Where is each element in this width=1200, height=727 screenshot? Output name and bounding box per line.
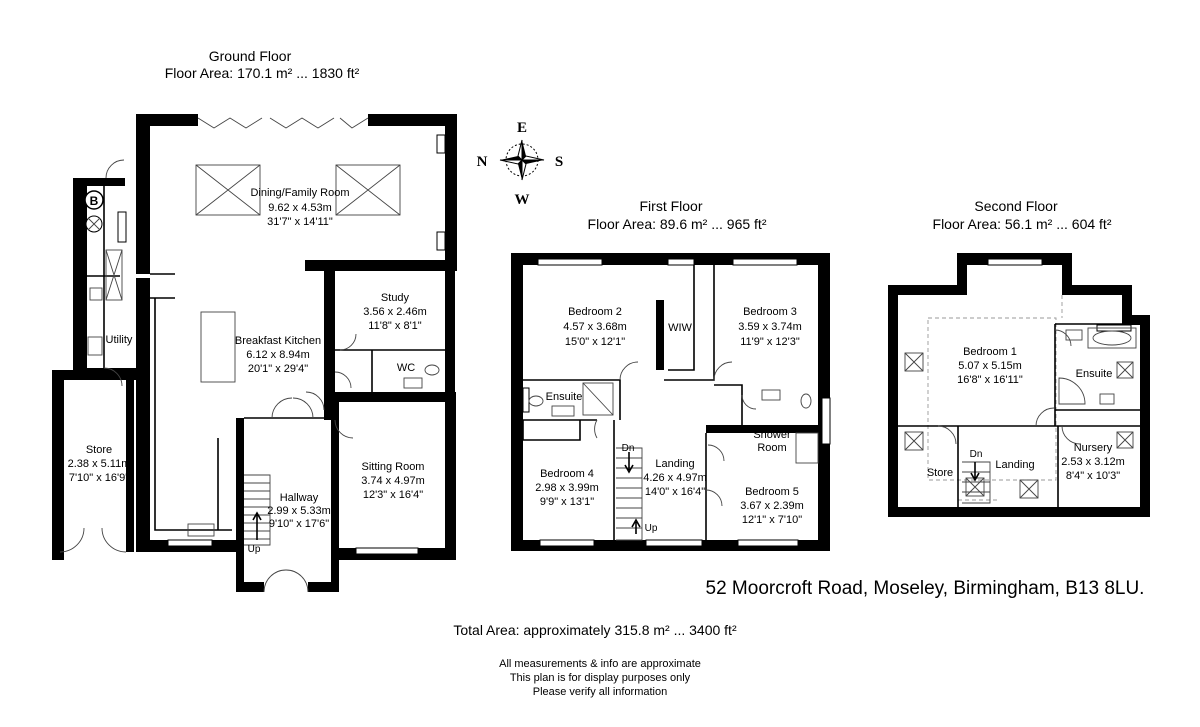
room-bed4: Bedroom 4 2.98 x 3.99m 9'9" x 13'1": [535, 468, 599, 508]
room-metric: 2.99 x 5.33m: [267, 505, 331, 517]
room-sitting: Sitting Room 3.74 x 4.97m 12'3" x 16'4": [361, 461, 425, 501]
room-dining: Dining/Family Room 9.62 x 4.53m 31'7" x …: [250, 187, 349, 228]
room-name: Landing: [655, 458, 694, 470]
landing-stairs: [616, 447, 643, 541]
room-name: Hallway: [280, 492, 319, 504]
room-name: Breakfast Kitchen: [235, 335, 321, 347]
room-metric: 9.62 x 4.53m: [268, 202, 332, 214]
boiler-icon: [84, 190, 104, 210]
room-name: Bedroom 2: [568, 306, 622, 318]
room-store-sf: Store: [927, 467, 953, 479]
room-name-2: Room: [757, 442, 786, 454]
ground-floor-walls: [52, 114, 457, 592]
room-name: Store: [86, 444, 112, 456]
room-kitchen: Breakfast Kitchen 6.12 x 8.94m 20'1" x 2…: [235, 335, 321, 375]
room-bed2: Bedroom 2 4.57 x 3.68m 15'0" x 12'1": [563, 306, 627, 348]
room-landing-ff: Landing 4.26 x 4.97m 14'0" x 16'4": [643, 458, 707, 498]
room-bed5: Bedroom 5 3.67 x 2.39m 12'1" x 7'10": [740, 486, 804, 526]
second-floor: Second Floor Floor Area: 56.1 m² ... 604…: [888, 198, 1150, 517]
room-imperial: 9'9" x 13'1": [540, 496, 594, 508]
room-wiw: WIW: [668, 322, 692, 334]
room-name: Bedroom 5: [745, 486, 799, 498]
room-ensuite-ff: Ensuite: [546, 391, 583, 403]
compass-west: W: [515, 192, 530, 208]
room-name: Bedroom 3: [743, 306, 797, 318]
room-name: Study: [381, 292, 410, 304]
room-imperial: 9'10" x 17'6": [269, 518, 329, 530]
room-wc: WC: [397, 362, 415, 374]
boiler-label: B: [90, 194, 99, 208]
room-metric: 2.98 x 3.99m: [535, 482, 599, 494]
room-metric: 5.07 x 5.15m: [958, 360, 1022, 372]
room-metric: 3.74 x 4.97m: [361, 475, 425, 487]
room-name: Nursery: [1074, 442, 1113, 454]
room-name: Sitting Room: [362, 461, 425, 473]
room-ensuite-sf: Ensuite: [1076, 368, 1113, 380]
room-metric: 2.53 x 3.12m: [1061, 456, 1125, 468]
compass-south: S: [555, 154, 563, 170]
stair-down-label-ff: Dn: [622, 443, 635, 454]
second-floor-area: Floor Area: 56.1 m² ... 604 ft²: [933, 216, 1112, 232]
compass-east: E: [517, 120, 527, 136]
second-floor-interior: [898, 295, 1140, 507]
room-bed1: Bedroom 1 5.07 x 5.15m 16'8" x 16'11": [957, 346, 1023, 386]
room-metric: 4.57 x 3.68m: [563, 321, 627, 333]
room-imperial: 12'1" x 7'10": [742, 514, 802, 526]
second-floor-stairs: [962, 461, 991, 504]
second-floor-walls: [888, 253, 1150, 517]
room-study: Study 3.56 x 2.46m 11'8" x 8'1": [363, 292, 427, 332]
room-imperial: 16'8" x 16'11": [957, 374, 1023, 386]
first-floor-interior: [522, 265, 819, 541]
room-metric: 6.12 x 8.94m: [246, 349, 310, 361]
room-utility: Utility: [106, 334, 133, 346]
first-floor-title: First Floor: [640, 198, 703, 214]
address: 52 Moorcroft Road, Moseley, Birmingham, …: [706, 578, 1145, 599]
room-metric: 3.59 x 3.74m: [738, 321, 802, 333]
room-imperial: 12'3" x 16'4": [363, 489, 423, 501]
room-name: Bedroom 4: [540, 468, 594, 480]
compass-icon: E N S W: [477, 120, 564, 208]
room-imperial: 14'0" x 16'4": [645, 486, 705, 498]
stair-up-label: Up: [248, 544, 261, 555]
compass-north: N: [477, 154, 488, 170]
room-hallway: Hallway 2.99 x 5.33m 9'10" x 17'6": [267, 492, 331, 530]
ground-floor-area: Floor Area: 170.1 m² ... 1830 ft²: [165, 65, 360, 81]
ground-floor: Ground Floor Floor Area: 170.1 m² ... 18…: [52, 48, 457, 593]
room-imperial: 7'10" x 16'9": [69, 472, 129, 484]
hallway-stairs: [244, 474, 271, 546]
room-imperial: 15'0" x 12'1": [565, 336, 625, 348]
room-name: Shower: [753, 429, 791, 441]
room-metric: 3.67 x 2.39m: [740, 500, 804, 512]
disclaimer-line-1: All measurements & info are approximate: [499, 658, 701, 670]
room-name: Bedroom 1: [963, 346, 1017, 358]
room-bed3: Bedroom 3 3.59 x 3.74m 11'9" x 12'3": [738, 306, 802, 348]
room-imperial: 31'7" x 14'11": [267, 216, 333, 228]
first-floor: First Floor Floor Area: 89.6 m² ... 965 …: [511, 198, 831, 551]
ground-floor-interior: [59, 159, 445, 593]
disclaimer-line-2: This plan is for display purposes only: [510, 672, 691, 684]
room-imperial: 20'1" x 29'4": [248, 363, 308, 375]
room-landing-sf: Landing: [995, 459, 1034, 471]
stair-down-label-sf: Dn: [970, 449, 983, 460]
ground-floor-title: Ground Floor: [209, 48, 292, 64]
room-shower: Shower Room: [753, 429, 791, 454]
room-store-gf: Store 2.38 x 5.11m 7'10" x 16'9": [68, 444, 131, 484]
first-floor-area: Floor Area: 89.6 m² ... 965 ft²: [588, 216, 767, 232]
room-metric: 3.56 x 2.46m: [363, 306, 427, 318]
disclaimer-line-3: Please verify all information: [533, 686, 668, 698]
second-floor-title: Second Floor: [974, 198, 1058, 214]
room-metric: 4.26 x 4.97m: [643, 472, 707, 484]
room-metric: 2.38 x 5.11m: [68, 458, 131, 470]
room-imperial: 8'4" x 10'3": [1066, 470, 1120, 482]
room-imperial: 11'8" x 8'1": [368, 320, 421, 332]
total-area: Total Area: approximately 315.8 m² ... 3…: [453, 622, 737, 638]
stair-up-label-ff: Up: [645, 523, 658, 534]
room-imperial: 11'9" x 12'3": [740, 336, 800, 348]
first-floor-walls: [511, 253, 831, 551]
room-nursery: Nursery 2.53 x 3.12m 8'4" x 10'3": [1061, 442, 1125, 482]
room-name: Dining/Family Room: [250, 187, 349, 199]
